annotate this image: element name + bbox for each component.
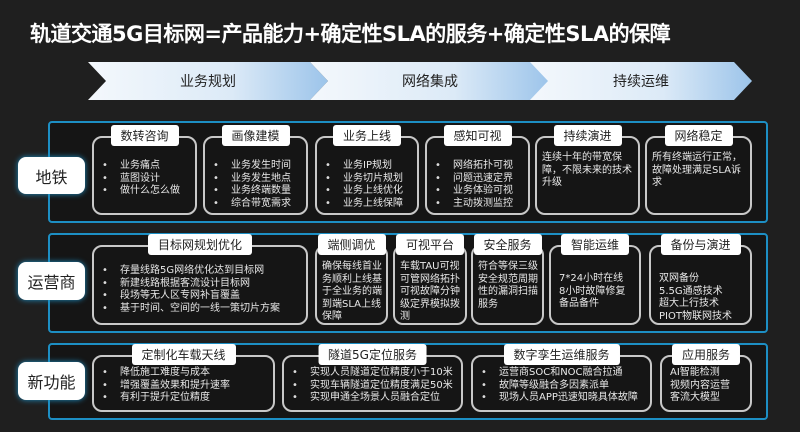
- text-line: 客流大模型: [670, 392, 720, 403]
- list-item: 有利于提升定位精度: [102, 392, 269, 405]
- bullet-list: 业务发生时间业务发生地点业务终端数量综合带宽需求: [213, 160, 302, 210]
- card-title: 智能运维: [560, 234, 630, 255]
- service-card: 持续演进连续十年的带宽保障，不限未来的技术升级: [535, 125, 640, 215]
- list-item: 主动拨测监控: [435, 198, 524, 211]
- card-title: 目标网规划优化: [147, 234, 253, 255]
- list-item: 综合带宽需求: [213, 198, 302, 211]
- service-card: 数转咨询业务痛点蓝图设计做什么怎么做: [92, 125, 197, 215]
- bullet-list: 运营商SOC和NOC融合拉通故障等级融合多因素派单现场人员APP迅速知晓具体故障: [481, 367, 646, 405]
- service-card: 业务上线业务IP规划业务切片规划业务上线优化业务上线保障: [315, 125, 419, 215]
- row-label: 新功能: [18, 362, 85, 400]
- card-title: 画像建模: [221, 125, 290, 146]
- bullet-list: 实现人员隧道定位精度小于10米实现车辆隧道定位精度满足50米实现申通全场景人员融…: [292, 367, 457, 405]
- stage-chevron: 持续运维: [530, 62, 752, 100]
- card-text: 车载TAU可视可管网络拓扑可视故障分钟级定界模拟拨测: [400, 261, 460, 322]
- list-item: 实现人员隧道定位精度小于10米: [292, 367, 457, 380]
- card-text: 所有终端运行正常，故障处理满足SLA诉求: [652, 152, 742, 188]
- list-item: 段场等无人区专网补盲覆盖: [102, 290, 302, 303]
- bullet-list: 网络拓扑可视问题迅速定界业务体验可视主动拨测监控: [435, 160, 524, 210]
- card-title: 定制化车载天线: [131, 344, 236, 365]
- card-title: 持续演进: [553, 125, 622, 146]
- list-item: 业务发生时间: [213, 160, 302, 173]
- list-item: 业务切片规划: [325, 173, 413, 186]
- text-line: 超大上行技术: [659, 298, 719, 309]
- card-title: 网络稳定: [664, 125, 733, 146]
- card-title: 隧道5G定位服务: [318, 344, 427, 365]
- row-label: 运营商: [18, 262, 85, 300]
- list-item: 基于时间、空间的一线一策切片方案: [102, 303, 302, 316]
- page-title: 轨道交通5G目标网=产品能力+确定性SLA的服务+确定性SLA的保障: [30, 22, 671, 46]
- list-item: 现场人员APP迅速知晓具体故障: [481, 392, 646, 405]
- text-line: 7*24小时在线: [559, 273, 624, 284]
- card-title: 数字孪生运维服务: [503, 344, 620, 365]
- card-text: 连续十年的带宽保障，不限未来的技术升级: [542, 152, 632, 188]
- list-item: 业务IP规划: [325, 160, 413, 173]
- service-card: 安全服务符合等保三级安全规范周期性的漏洞扫描服务: [471, 234, 544, 325]
- service-card: 端侧调优确保每线首业务顺利上线基于全业务的端到端SLA上线保障: [315, 234, 388, 325]
- service-card: 定制化车载天线降低施工难度与成本增强覆盖效果和提升速率有利于提升定位精度: [92, 344, 275, 412]
- list-item: 业务发生地点: [213, 173, 302, 186]
- list-item: 问题迅速定界: [435, 173, 524, 186]
- service-card: 可视平台车载TAU可视可管网络拓扑可视故障分钟级定界模拟拨测: [393, 234, 467, 325]
- stage-label: 网络集成: [402, 74, 458, 90]
- text-line: 5.5G通感技术: [659, 285, 723, 297]
- service-card: 数字孪生运维服务运营商SOC和NOC融合拉通故障等级融合多因素派单现场人员APP…: [471, 344, 652, 412]
- list-item: 业务终端数量: [213, 185, 302, 198]
- list-item: 新建线路根据客流设计目标网: [102, 278, 302, 291]
- card-text: 确保每线首业务顺利上线基于全业务的端到端SLA上线保障: [322, 261, 382, 322]
- stage-chevron: 网络集成: [310, 62, 550, 100]
- text-line: 双网备份: [659, 273, 699, 284]
- list-item: 业务痛点: [102, 160, 191, 173]
- service-card: 网络稳定所有终端运行正常，故障处理满足SLA诉求: [645, 125, 752, 215]
- card-title: 可视平台: [395, 234, 465, 255]
- bullet-list: 降低施工难度与成本增强覆盖效果和提升速率有利于提升定位精度: [102, 367, 269, 405]
- stage-chevron: 业务规划: [88, 62, 328, 100]
- service-card: 感知可视网络拓扑可视问题迅速定界业务体验可视主动拨测监控: [425, 125, 530, 215]
- card-title: 备份与演进: [660, 234, 741, 255]
- text-line: 8小时故障修复: [559, 285, 626, 297]
- list-item: 业务上线优化: [325, 185, 413, 198]
- service-card: 目标网规划优化存量线路5G网络优化达到目标网新建线路根据客流设计目标网段场等无人…: [92, 234, 308, 325]
- card-title: 应用服务: [671, 344, 741, 365]
- list-item: 降低施工难度与成本: [102, 367, 269, 380]
- service-card: 隧道5G定位服务实现人员隧道定位精度小于10米实现车辆隧道定位精度满足50米实现…: [282, 344, 463, 412]
- stage-label: 持续运维: [613, 74, 669, 90]
- bullet-list: 业务痛点蓝图设计做什么怎么做: [102, 160, 191, 198]
- list-item: 增强覆盖效果和提升速率: [102, 380, 269, 393]
- list-item: 网络拓扑可视: [435, 160, 524, 173]
- card-title: 感知可视: [443, 125, 512, 146]
- list-item: 故障等级融合多因素派单: [481, 380, 646, 393]
- stage-label: 业务规划: [180, 74, 236, 90]
- text-line: 视频内容运营: [670, 379, 730, 391]
- list-item: 实现车辆隧道定位精度满足50米: [292, 380, 457, 393]
- card-title: 安全服务: [473, 234, 542, 255]
- card-title: 数转咨询: [110, 125, 179, 146]
- card-text: 符合等保三级安全规范周期性的漏洞扫描服务: [478, 261, 538, 310]
- text-line: 备品备件: [559, 298, 599, 309]
- row-label: 地铁: [18, 157, 85, 194]
- text-lines: AI智能检测视频内容运营客流大模型: [670, 367, 746, 405]
- service-card: 画像建模业务发生时间业务发生地点业务终端数量综合带宽需求: [203, 125, 308, 215]
- list-item: 存量线路5G网络优化达到目标网: [102, 265, 302, 278]
- bullet-list: 存量线路5G网络优化达到目标网新建线路根据客流设计目标网段场等无人区专网补盲覆盖…: [102, 265, 302, 315]
- list-item: 做什么怎么做: [102, 185, 191, 198]
- text-line: AI智能检测: [670, 367, 720, 378]
- list-item: 运营商SOC和NOC融合拉通: [481, 367, 646, 380]
- card-title: 端侧调优: [317, 234, 386, 255]
- list-item: 蓝图设计: [102, 173, 191, 186]
- list-item: 实现申通全场景人员融合定位: [292, 392, 457, 405]
- list-item: 业务上线保障: [325, 198, 413, 211]
- text-line: PIOT物联网技术: [659, 310, 732, 322]
- card-title: 业务上线: [332, 125, 402, 146]
- list-item: 业务体验可视: [435, 185, 524, 198]
- bullet-list: 业务IP规划业务切片规划业务上线优化业务上线保障: [325, 160, 413, 210]
